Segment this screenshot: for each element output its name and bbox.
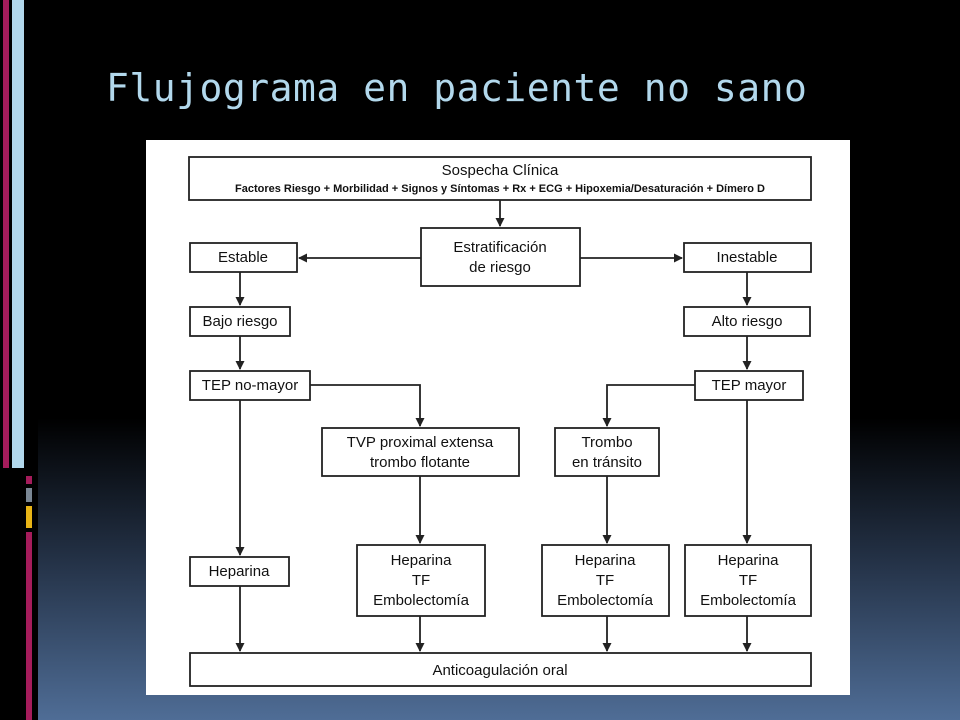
node-estable: Estable	[189, 242, 298, 273]
accent-stripe-lightblue	[12, 0, 24, 468]
connectors	[235, 200, 752, 652]
node-inestable-label: Inestable	[717, 249, 778, 266]
node-tvp-proximal: TVP proximal extensa trombo flotante	[321, 427, 520, 477]
node-sospecha-clinica: Sospecha Clínica Factores Riesgo + Morbi…	[188, 156, 812, 201]
treatment-2-line1: Heparina	[575, 552, 637, 569]
node-inestable: Inestable	[683, 242, 812, 273]
node-anticoagulacion: Anticoagulación oral	[189, 652, 812, 687]
node-trombo-line1: Trombo	[581, 434, 632, 451]
node-estratificacion: Estratificación de riesgo	[420, 227, 581, 287]
node-alto-riesgo-label: Alto riesgo	[712, 313, 783, 330]
node-estable-label: Estable	[218, 249, 268, 266]
node-sospecha-title: Sospecha Clínica	[442, 162, 559, 179]
node-treatment-2: Heparina TF Embolectomía	[541, 544, 670, 617]
node-tep-mayor: TEP mayor	[694, 370, 804, 401]
node-tep-no-mayor-label: TEP no-mayor	[202, 377, 298, 394]
accent-stripe-magenta-top	[3, 0, 9, 468]
node-tvp-line2: trombo flotante	[370, 454, 470, 471]
accent-block-yellow	[26, 506, 32, 528]
node-trombo-transito: Trombo en tránsito	[554, 427, 660, 477]
treatment-1-line2: TF	[412, 572, 430, 589]
accent-stripe-magenta-bottom	[26, 532, 32, 720]
node-sospecha-subtitle: Factores Riesgo + Morbilidad + Signos y …	[235, 183, 765, 195]
arrow-tep-mayor-to-trombo	[602, 384, 695, 427]
treatment-3-line2: TF	[739, 572, 757, 589]
treatment-2-line2: TF	[596, 572, 614, 589]
node-anticoagulacion-label: Anticoagulación oral	[432, 662, 567, 679]
treatment-1-line3: Embolectomía	[373, 592, 470, 609]
node-tep-no-mayor: TEP no-mayor	[189, 370, 311, 401]
treatment-3-line1: Heparina	[718, 552, 780, 569]
arrow-tep-no-mayor-to-tvp	[310, 384, 425, 427]
treatment-2-line3: Embolectomía	[557, 592, 654, 609]
node-treatment-1: Heparina TF Embolectomía	[356, 544, 486, 617]
node-tep-mayor-label: TEP mayor	[712, 377, 787, 394]
node-bajo-riesgo-label: Bajo riesgo	[202, 313, 277, 330]
node-treatment-3: Heparina TF Embolectomía	[684, 544, 812, 617]
treatment-3-line3: Embolectomía	[700, 592, 797, 609]
node-alto-riesgo: Alto riesgo	[683, 306, 811, 337]
node-estratificacion-line1: Estratificación	[453, 239, 546, 256]
flowchart-image: Sospecha Clínica Factores Riesgo + Morbi…	[146, 140, 850, 695]
accent-block-gray	[26, 488, 32, 502]
treatment-1-line1: Heparina	[391, 552, 453, 569]
node-trombo-line2: en tránsito	[572, 454, 642, 471]
node-heparina-label: Heparina	[209, 563, 271, 580]
slide-title: Flujograma en paciente no sano	[106, 66, 808, 110]
node-heparina: Heparina	[189, 556, 290, 587]
left-accent-bar	[0, 0, 38, 720]
accent-block-pink	[26, 476, 32, 484]
node-estratificacion-line2: de riesgo	[469, 259, 531, 276]
node-bajo-riesgo: Bajo riesgo	[189, 306, 291, 337]
node-tvp-line1: TVP proximal extensa	[347, 434, 494, 451]
